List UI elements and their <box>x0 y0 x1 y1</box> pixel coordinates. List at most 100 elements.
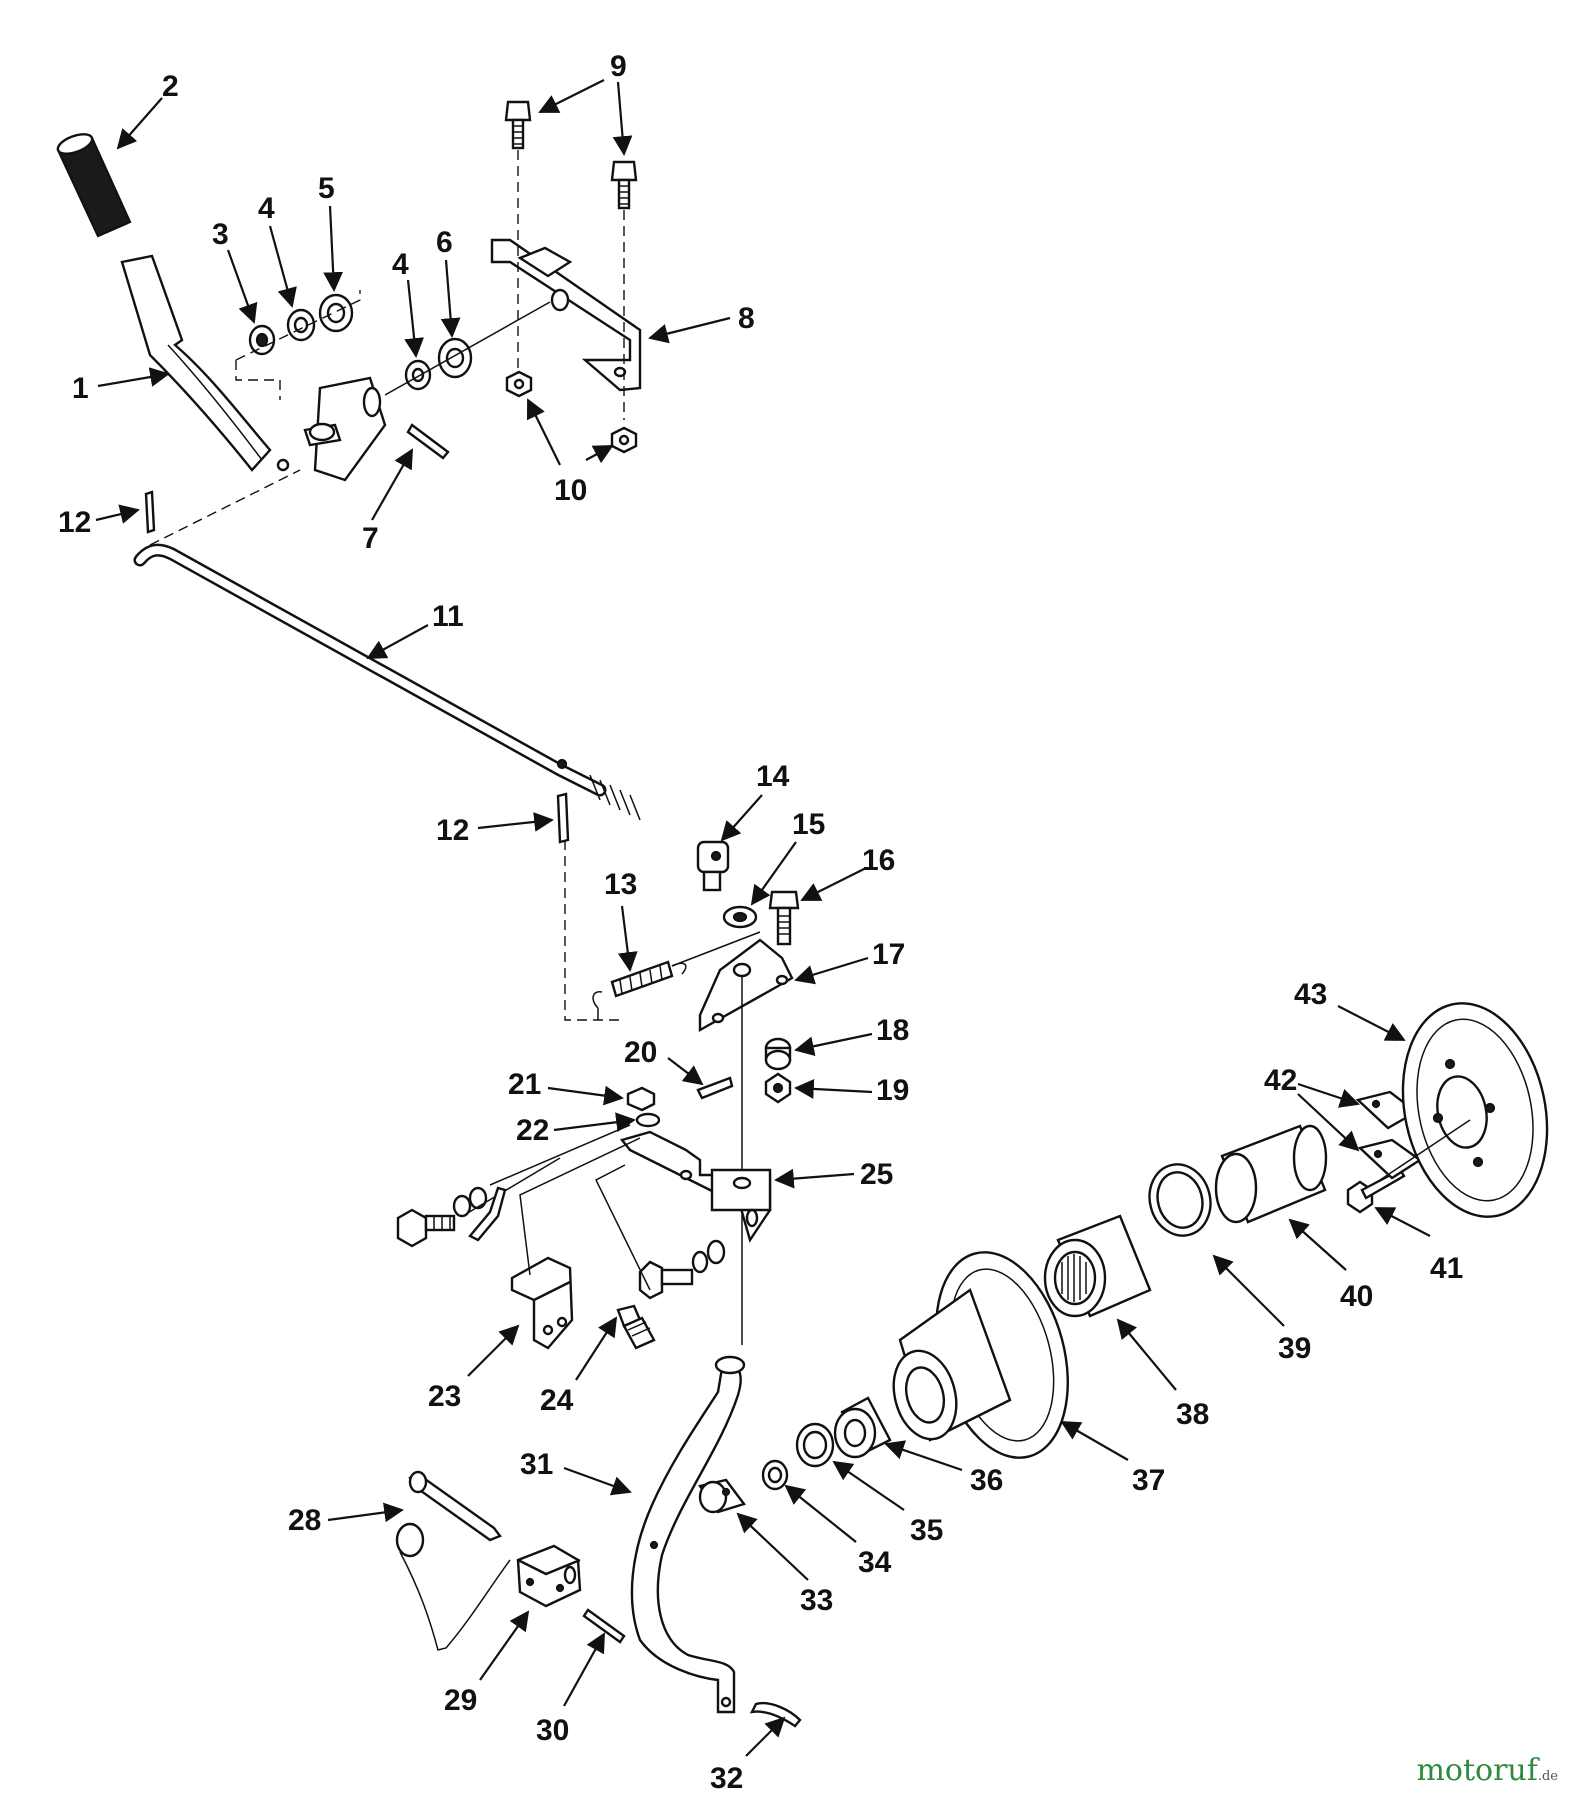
callout-40: 40 <box>1340 1280 1373 1313</box>
assembly-line-washers <box>235 290 361 400</box>
leader-14 <box>720 794 763 842</box>
leader-22 <box>553 1112 636 1133</box>
callout-4a: 4 <box>258 192 275 225</box>
leader-11 <box>366 624 429 659</box>
callout-8: 8 <box>738 302 755 335</box>
callout-18: 18 <box>876 1014 909 1047</box>
callout-16: 16 <box>862 844 895 877</box>
part-37-hub <box>892 1251 1069 1459</box>
part-22-washer <box>635 1112 661 1128</box>
leader-12a <box>95 504 140 524</box>
part-21-nut <box>626 1086 656 1112</box>
callout-11: 11 <box>432 600 464 633</box>
leader-6 <box>440 259 461 338</box>
part-38-needle-bearing <box>1043 1214 1152 1318</box>
callout-41: 41 <box>1430 1252 1463 1285</box>
callout-12a: 12 <box>58 506 91 539</box>
leader-9-left <box>538 79 605 113</box>
callout-3: 3 <box>212 218 229 251</box>
part-2-grip <box>56 133 132 238</box>
part-8-bracket <box>490 238 642 392</box>
callout-30: 30 <box>536 1714 569 1747</box>
part-34-ring <box>761 1459 789 1491</box>
leader-42-bottom <box>1297 1093 1360 1152</box>
callout-43: 43 <box>1294 978 1327 1011</box>
part-35-clip <box>795 1422 835 1468</box>
callout-33: 33 <box>800 1584 833 1617</box>
leader-lines <box>95 79 1431 1757</box>
part-43-pulley <box>1401 1002 1549 1218</box>
callout-25: 25 <box>860 1158 893 1191</box>
bolt-24-line <box>595 1164 651 1291</box>
callout-21: 21 <box>508 1068 541 1101</box>
callout-23: 23 <box>428 1380 461 1413</box>
callout-10: 10 <box>554 474 587 507</box>
callout-6: 6 <box>436 226 453 259</box>
left-bolt-assembly <box>396 1124 631 1248</box>
leader-33 <box>736 1512 809 1581</box>
leader-42-top <box>1297 1082 1360 1108</box>
part-31-lever <box>630 1355 746 1714</box>
leader-7 <box>371 448 413 521</box>
part-29-block <box>516 1544 582 1608</box>
part-12-pin-lower <box>556 792 570 844</box>
part-28-spring <box>395 1470 511 1651</box>
part-15-washer <box>722 905 758 929</box>
callout-1: 1 <box>72 372 89 405</box>
callout-20: 20 <box>624 1036 657 1069</box>
right-bolt-assembly <box>638 1239 726 1300</box>
callout-34: 34 <box>858 1546 892 1579</box>
leader-8 <box>648 316 731 344</box>
leader-2 <box>116 97 163 150</box>
leader-13 <box>617 905 638 972</box>
callout-2: 2 <box>162 70 179 103</box>
callout-5: 5 <box>318 172 335 205</box>
callout-24: 24 <box>540 1384 574 1417</box>
leader-15 <box>750 841 797 906</box>
bracket-23-line <box>519 1137 641 1276</box>
part-11-rod <box>133 543 641 821</box>
leader-28 <box>327 1502 404 1523</box>
lever-pivot-bracket <box>276 376 387 482</box>
callout-42: 42 <box>1264 1064 1297 1097</box>
leader-38 <box>1116 1318 1177 1391</box>
callout-28: 28 <box>288 1504 321 1537</box>
watermark-suffix: .de <box>1537 1769 1558 1784</box>
part-20-cotter <box>696 1076 734 1100</box>
callout-12b: 12 <box>436 814 469 847</box>
leader-5 <box>323 205 344 292</box>
callout-7: 7 <box>362 522 379 555</box>
callout-22: 22 <box>516 1114 549 1147</box>
leader-36 <box>884 1440 963 1472</box>
leader-25 <box>774 1168 855 1189</box>
spring-link-line <box>564 840 620 1021</box>
leader-10-left <box>526 398 561 466</box>
leader-34 <box>784 1484 857 1543</box>
leader-31 <box>563 1466 632 1496</box>
leader-1 <box>97 367 170 388</box>
part-40-sleeve <box>1214 1124 1328 1224</box>
watermark-main: motoruf <box>1416 1753 1538 1788</box>
part-33-collar <box>698 1478 746 1514</box>
part-6-bushing <box>437 337 473 379</box>
part-9-bolt-right <box>610 160 638 210</box>
part-36-bearing <box>833 1396 892 1459</box>
part-24-bolt <box>616 1304 656 1350</box>
leader-21 <box>547 1085 624 1106</box>
part-13-spring <box>592 960 687 1009</box>
part-7-pin <box>406 423 450 460</box>
leader-19 <box>794 1079 873 1099</box>
leader-24 <box>575 1316 618 1381</box>
part-4-washer-top <box>286 308 316 342</box>
rod-pin-line <box>149 469 301 546</box>
leader-41 <box>1374 1207 1431 1237</box>
leader-18 <box>794 1032 873 1057</box>
part-19-nut <box>764 1072 792 1104</box>
callout-17: 17 <box>872 938 905 971</box>
part-16-bolt <box>768 890 800 946</box>
part-25-bracket <box>619 1130 772 1243</box>
part-18-spacer <box>764 1037 792 1071</box>
callout-labels: 1 2 3 4 4 5 6 7 8 9 10 11 12 12 13 14 15… <box>58 50 1463 1795</box>
leader-4a <box>268 225 297 308</box>
